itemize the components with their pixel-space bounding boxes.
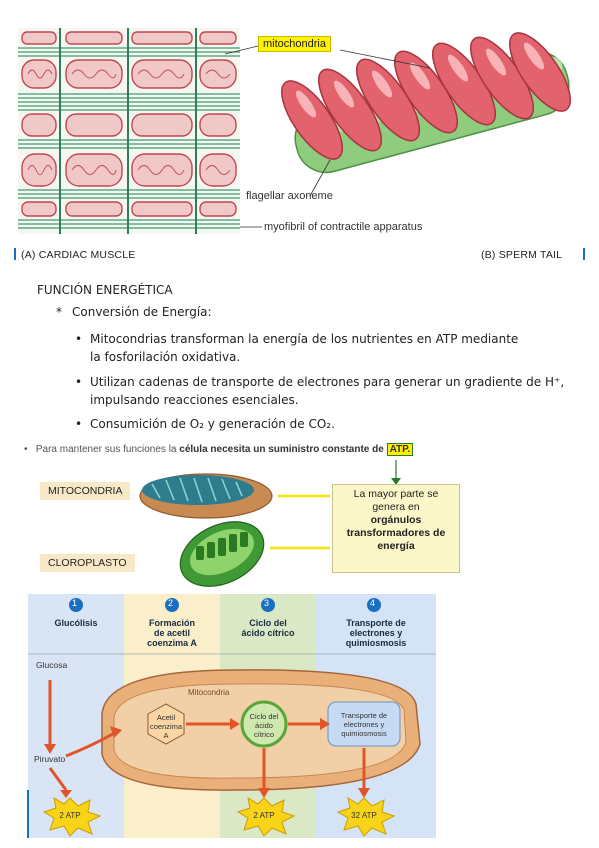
box-line: energía: [377, 540, 415, 552]
chloroplast-icon: [179, 521, 265, 587]
caption-sperm-tail: (B) SPERM TAIL: [481, 249, 563, 261]
list-item: • Consumición de O₂ y generación de CO₂.: [75, 415, 585, 433]
mitocondria-inner-label: Mitocondria: [188, 688, 230, 697]
acetil-hexagon: [147, 703, 185, 745]
bullet-line: la fosforilación oxidativa.: [90, 350, 241, 364]
note-bold: célula necesita un suministro constante …: [179, 444, 384, 455]
box-line: orgánulos: [370, 514, 422, 526]
list-item: • Utilizan cadenas de transporte de elec…: [75, 373, 585, 409]
note-text: Para mantener sus funciones la: [35, 444, 177, 455]
ciclo-line: ácido: [255, 721, 273, 730]
col-heading-line: Transporte de: [346, 618, 406, 628]
transporte-label: Transporte de electrones y quimiosmosis: [328, 711, 400, 738]
col-heading-line: Glucólisis: [54, 618, 98, 628]
acetil-line: A: [163, 731, 169, 740]
box-line: transformadores de: [346, 527, 446, 539]
ciclo-circle: [240, 700, 288, 748]
ciclo-line: Ciclo del: [249, 712, 279, 721]
atp-label-2: 2 ATP: [253, 811, 275, 820]
col-heading-line: ácido cítrico: [241, 628, 295, 638]
mitochondria-label: mitochondria: [258, 36, 331, 52]
leader-lines: [224, 45, 431, 228]
box-line: genera en: [372, 501, 420, 513]
atp-bursts: [42, 796, 396, 837]
col-heading-line: electrones y: [349, 628, 403, 638]
piruvato-label: Piruvato: [34, 754, 66, 764]
bullet-marker: •: [75, 375, 83, 389]
mitocondria-label: MITOCONDRIA: [40, 482, 131, 500]
respiration-diagram: 1 2 3 4 Glucólisis Formación de acetil c…: [26, 594, 438, 838]
ciclo-label: Ciclo del ácido cítrico: [244, 712, 284, 739]
caption-bar-left: [14, 248, 16, 260]
acetil-label: Acetil coenzima A: [148, 713, 184, 740]
sperm-tail-drawing: [281, 32, 571, 174]
transporte-line: quimiosmosis: [341, 729, 387, 738]
glucosa-label: Glucosa: [36, 660, 68, 670]
myofibril-label: myofibril of contractile apparatus: [264, 221, 423, 233]
section-heading: FUNCIÓN ENERGÉTICA: [37, 283, 173, 297]
col-heading-ciclo: Ciclo del ácido cítrico: [220, 618, 316, 638]
caption-cardiac-muscle: (A) CARDIAC MUSCLE: [21, 249, 136, 261]
col-heading-line: quimiosmosis: [345, 638, 407, 648]
acetil-line: Acetil: [156, 713, 176, 722]
ciclo-line: cítrico: [253, 730, 274, 739]
bullet-line: impulsando reacciones esenciales.: [90, 393, 299, 407]
col-heading-line: coenzima A: [147, 638, 197, 648]
col-heading-transporte: Transporte de electrones y quimiosmosis: [316, 618, 436, 648]
figure-organelles: • Para mantener sus funciones la célula …: [0, 438, 599, 598]
step-number-1: 1: [72, 598, 78, 608]
sub-bullet-marker: *: [56, 305, 62, 319]
atp-highlight: ATP.: [386, 443, 414, 456]
note-marker: •: [24, 444, 28, 455]
cardiac-muscle-drawing: [18, 28, 240, 234]
respiration-svg: [26, 594, 438, 838]
caption-bar-right: [583, 248, 585, 260]
mitochondria-illustration: [14, 28, 585, 260]
col-heading-glucolisis: Glucólisis: [28, 618, 124, 628]
energy-info-box: La mayor parte se genera en orgánulos tr…: [332, 484, 460, 573]
flow-arrows: [48, 680, 366, 791]
atp-label-1: 2 ATP: [59, 811, 81, 820]
step-number-4: 4: [370, 598, 376, 608]
figure-mitochondria-cells: mitochondria flagellar axoneme myofibril…: [0, 0, 599, 270]
col-heading-line: Formación: [148, 618, 195, 628]
bullet-line: Mitocondrias transforman la energía de l…: [90, 332, 519, 346]
col-heading-line: de acetil: [153, 628, 191, 638]
figure-side-bar: [27, 790, 29, 838]
arrow-heads: [44, 718, 370, 798]
axoneme-label: flagellar axoneme: [246, 190, 333, 202]
cloroplasto-label: CLOROPLASTO: [40, 554, 135, 572]
box-line: La mayor parte se: [353, 488, 439, 500]
atp-label-3: 32 ATP: [351, 811, 377, 820]
sub-heading-text: Conversión de Energía:: [72, 305, 212, 319]
step-number-3: 3: [264, 598, 270, 608]
bullet-marker: •: [75, 332, 83, 346]
col-heading-line: Ciclo del: [249, 618, 287, 628]
acetil-line: coenzima: [149, 722, 183, 731]
transporte-line: electrones y: [343, 720, 385, 729]
bullet-line: Utilizan cadenas de transporte de electr…: [90, 375, 565, 389]
bullet-line: Consumición de O₂ y generación de CO₂.: [90, 417, 335, 431]
col-heading-acetil: Formación de acetil coenzima A: [124, 618, 220, 648]
step-number-2: 2: [168, 598, 174, 608]
step-circles: [69, 598, 381, 612]
sub-heading: * Conversión de Energía:: [56, 305, 212, 319]
mitochondrion-icon: [139, 473, 273, 519]
transporte-line: Transporte de: [340, 711, 388, 720]
list-item: • Mitocondrias transforman la energía de…: [75, 330, 585, 366]
atp-note: • Para mantener sus funciones la célula …: [24, 443, 414, 456]
organelles-illustration: [139, 460, 401, 587]
bullet-marker: •: [75, 417, 83, 431]
